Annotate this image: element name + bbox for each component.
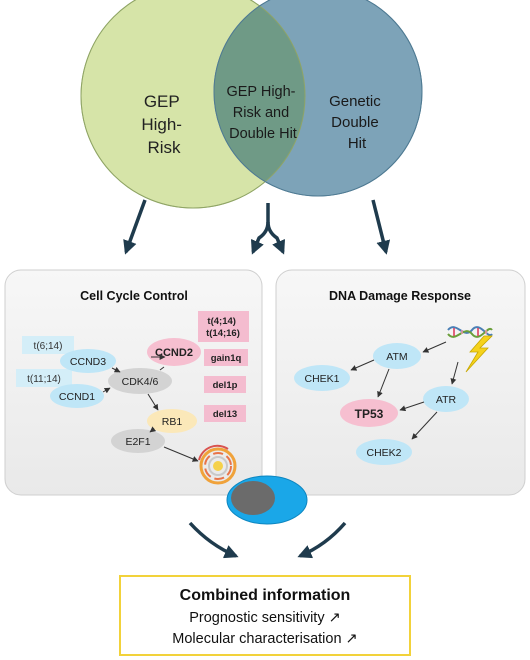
node-e2f1-label: E2F1 xyxy=(125,436,150,448)
dna-damage-box xyxy=(275,269,526,496)
tag-del13-bg xyxy=(204,405,246,422)
tag-gain1q: gain1q xyxy=(211,353,242,364)
node-ccnd3-label: CCND3 xyxy=(70,356,106,368)
tag-gain1q-bg xyxy=(204,349,248,366)
tag-del1p: del1p xyxy=(213,380,238,391)
t1114-tag: t(11;14) xyxy=(27,374,61,385)
summary-line-2: Molecular characterisation ↗ xyxy=(172,631,357,647)
tag-t414: t(4;14) t(14;16) xyxy=(206,316,240,339)
t1114-tag-bg xyxy=(16,369,72,387)
tag-del13: del13 xyxy=(213,409,237,420)
dna-damage-title: DNA Damage Response xyxy=(329,289,471,303)
node-cdk46-label: CDK4/6 xyxy=(122,376,159,388)
summary-title: Combined information xyxy=(180,587,351,604)
node-chek2-label: CHEK2 xyxy=(366,447,401,459)
arrow-bottom-right xyxy=(297,521,347,559)
node-ccnd1 xyxy=(50,384,104,408)
cell-icon xyxy=(226,475,308,525)
bottom-arrows xyxy=(188,521,347,559)
t614-tag-bg xyxy=(22,336,74,354)
summary-line-1: Prognostic sensitivity ↗ xyxy=(189,610,341,626)
node-ccnd1-label: CCND1 xyxy=(59,391,95,403)
node-e2f1 xyxy=(111,429,165,453)
node-rb1 xyxy=(147,409,197,433)
tag-t414-bg xyxy=(198,311,249,342)
cell-cycle-title: Cell Cycle Control xyxy=(80,289,188,303)
node-tp53-label: TP53 xyxy=(355,407,384,421)
venn-arrows xyxy=(123,199,391,255)
node-ccnd3 xyxy=(60,349,116,373)
node-atr-label: ATR xyxy=(436,394,457,406)
arrow-split xyxy=(250,203,270,255)
dna-helix-icon xyxy=(447,326,493,338)
lightning-bolt-icon xyxy=(465,335,493,373)
node-chek1 xyxy=(294,365,350,391)
node-cdk46 xyxy=(108,368,172,394)
arrow-right xyxy=(371,199,391,255)
venn-diagram: GEP High- Risk GEP High- Risk and Double… xyxy=(80,0,423,209)
t614-tag: t(6;14) xyxy=(34,341,63,352)
arrow-bottom-left xyxy=(188,521,239,559)
arrow-left xyxy=(123,199,147,255)
cell-cycle-arrows xyxy=(102,354,199,462)
node-chek2 xyxy=(356,439,412,465)
node-atr xyxy=(423,386,469,412)
summary-border xyxy=(119,575,411,656)
node-tp53 xyxy=(340,399,398,427)
cell-cycle-icon xyxy=(198,444,237,485)
cell-cycle-panel: Cell Cycle Control t(6;14) t(11;14) CCND… xyxy=(4,269,263,496)
dna-damage-panel: DNA Damage Response ATM CHEK1 TP53 ATR C… xyxy=(275,269,526,496)
dna-damage-arrows xyxy=(350,341,459,440)
node-atm-label: ATM xyxy=(386,351,407,363)
venn-center-label: GEP High- Risk and Double Hit xyxy=(226,84,299,142)
summary-box: Combined information Prognostic sensitiv… xyxy=(119,575,411,656)
venn-left-label: GEP High- Risk xyxy=(141,92,186,157)
node-chek1-label: CHEK1 xyxy=(304,373,339,385)
venn-overlap xyxy=(214,0,305,196)
tag-del1p-bg xyxy=(204,376,246,393)
venn-right-label: Genetic Double Hit xyxy=(329,93,385,152)
node-rb1-label: RB1 xyxy=(162,416,183,428)
node-atm xyxy=(373,343,421,369)
